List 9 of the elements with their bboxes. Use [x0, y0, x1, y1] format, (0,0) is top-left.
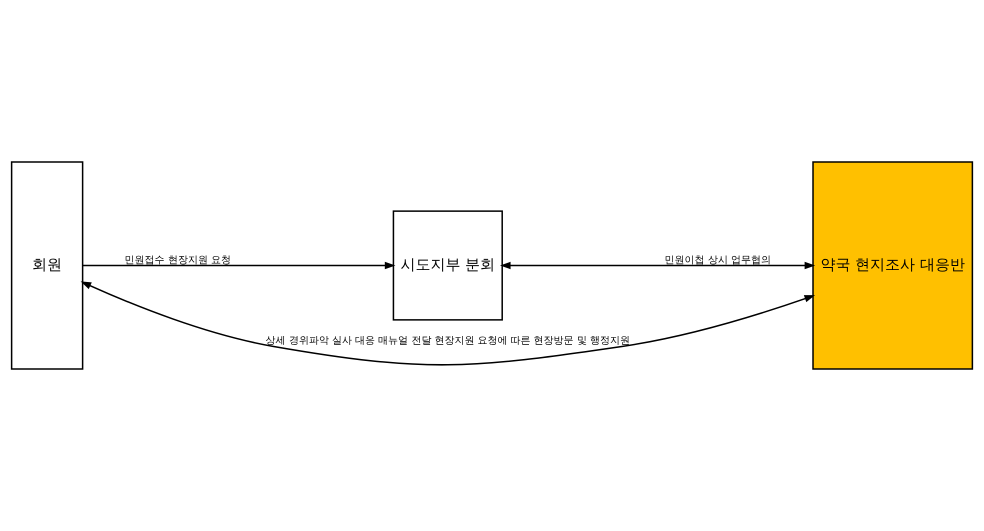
arrow [500, 262, 816, 270]
arrow [82, 262, 396, 270]
node-box: 약국 현지조사 대응반 [812, 161, 974, 370]
edge-label: 민원접수 현장지원 요청 [124, 254, 231, 266]
node-box: 시도지부 분회 [392, 210, 503, 321]
edge-label: 상세 경위파악 실사 대응 매뉴얼 전달 현장지원 요청에 따른 현장방문 및 행정지원 [266, 336, 630, 347]
node-box: 회원 [10, 161, 84, 370]
arrow [80, 281, 816, 366]
edge-label: 민원이첩 상시 업무협의 [664, 254, 771, 266]
